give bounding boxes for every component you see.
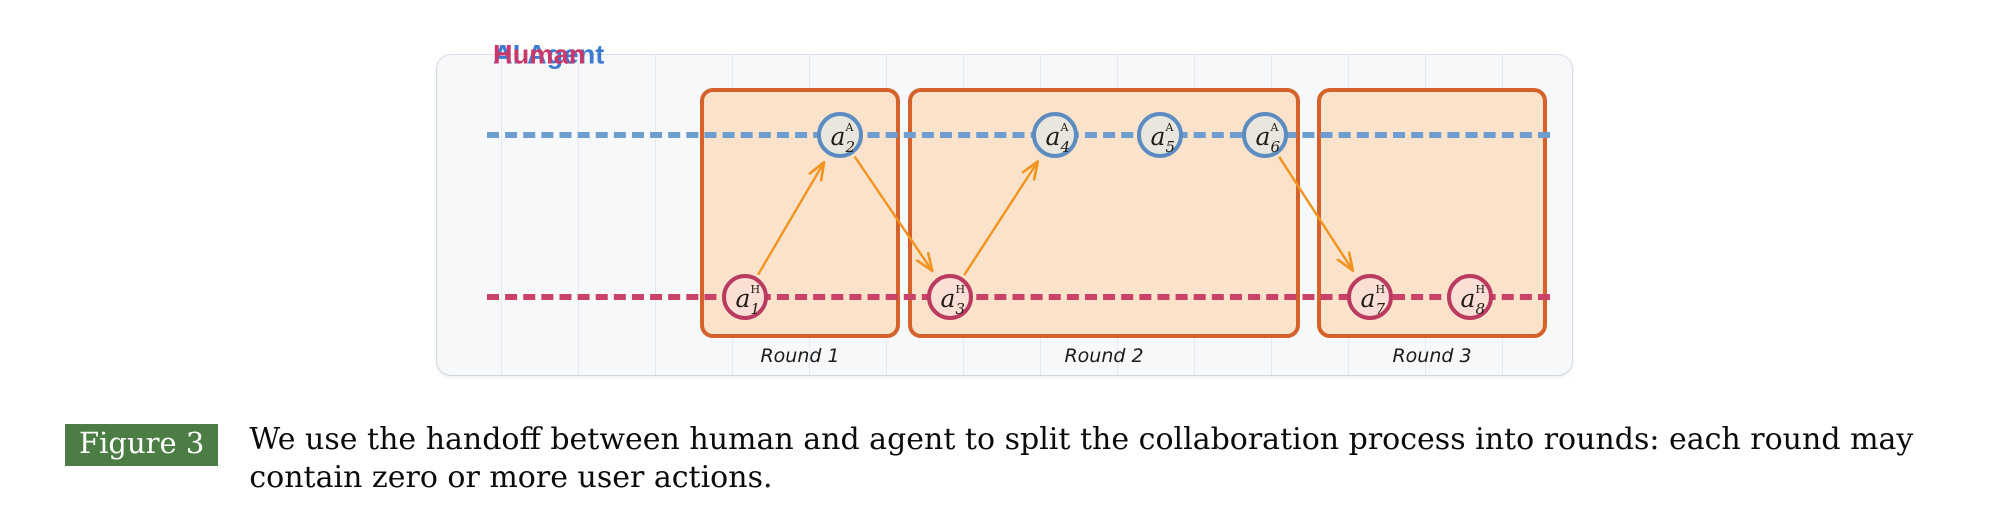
node-subscript-a2: 2 bbox=[845, 137, 855, 156]
node-superscript-a4: A bbox=[1060, 120, 1069, 134]
figure-number-badge: Figure 3 bbox=[65, 424, 219, 467]
node-superscript-a6: A bbox=[1270, 120, 1279, 134]
figure-caption-text: We use the handoff between human and age… bbox=[249, 422, 1914, 496]
handoff-arrow-a1-to-a2 bbox=[757, 163, 824, 276]
node-superscript-a5: A bbox=[1165, 120, 1174, 134]
node-subscript-a3: 3 bbox=[955, 299, 965, 318]
handoff-arrow-a6-to-a7 bbox=[1278, 156, 1352, 270]
round-label-3: Round 3 bbox=[1392, 345, 1472, 367]
lane-line-human bbox=[487, 294, 1550, 300]
gridline bbox=[578, 55, 579, 375]
round-label-2: Round 2 bbox=[1064, 345, 1144, 367]
gridline bbox=[655, 55, 656, 375]
node-subscript-a4: 4 bbox=[1060, 137, 1070, 156]
round-label-1: Round 1 bbox=[760, 345, 840, 367]
node-superscript-a7: H bbox=[1375, 282, 1386, 296]
figure-caption: Figure 3 We use the handoff between huma… bbox=[65, 422, 1945, 498]
node-superscript-a3: H bbox=[955, 282, 966, 296]
lane-label-human: Human bbox=[493, 39, 586, 70]
node-subscript-a8: 8 bbox=[1475, 299, 1485, 318]
node-superscript-a8: H bbox=[1475, 282, 1486, 296]
lane-label-ai-agent: AI Agent bbox=[493, 39, 605, 70]
node-subscript-a5: 5 bbox=[1165, 137, 1175, 156]
handoff-arrow-a3-to-a4 bbox=[963, 162, 1037, 276]
handoff-arrow-a2-to-a3 bbox=[853, 155, 932, 271]
node-subscript-a6: 6 bbox=[1270, 137, 1280, 156]
node-superscript-a1: H bbox=[750, 282, 761, 296]
gridline bbox=[501, 55, 502, 375]
node-subscript-a7: 7 bbox=[1375, 299, 1385, 318]
node-superscript-a2: A bbox=[845, 120, 854, 134]
handoff-arrows-layer bbox=[757, 155, 1572, 276]
lane-line-ai bbox=[487, 132, 1550, 138]
node-subscript-a1: 1 bbox=[750, 299, 760, 318]
